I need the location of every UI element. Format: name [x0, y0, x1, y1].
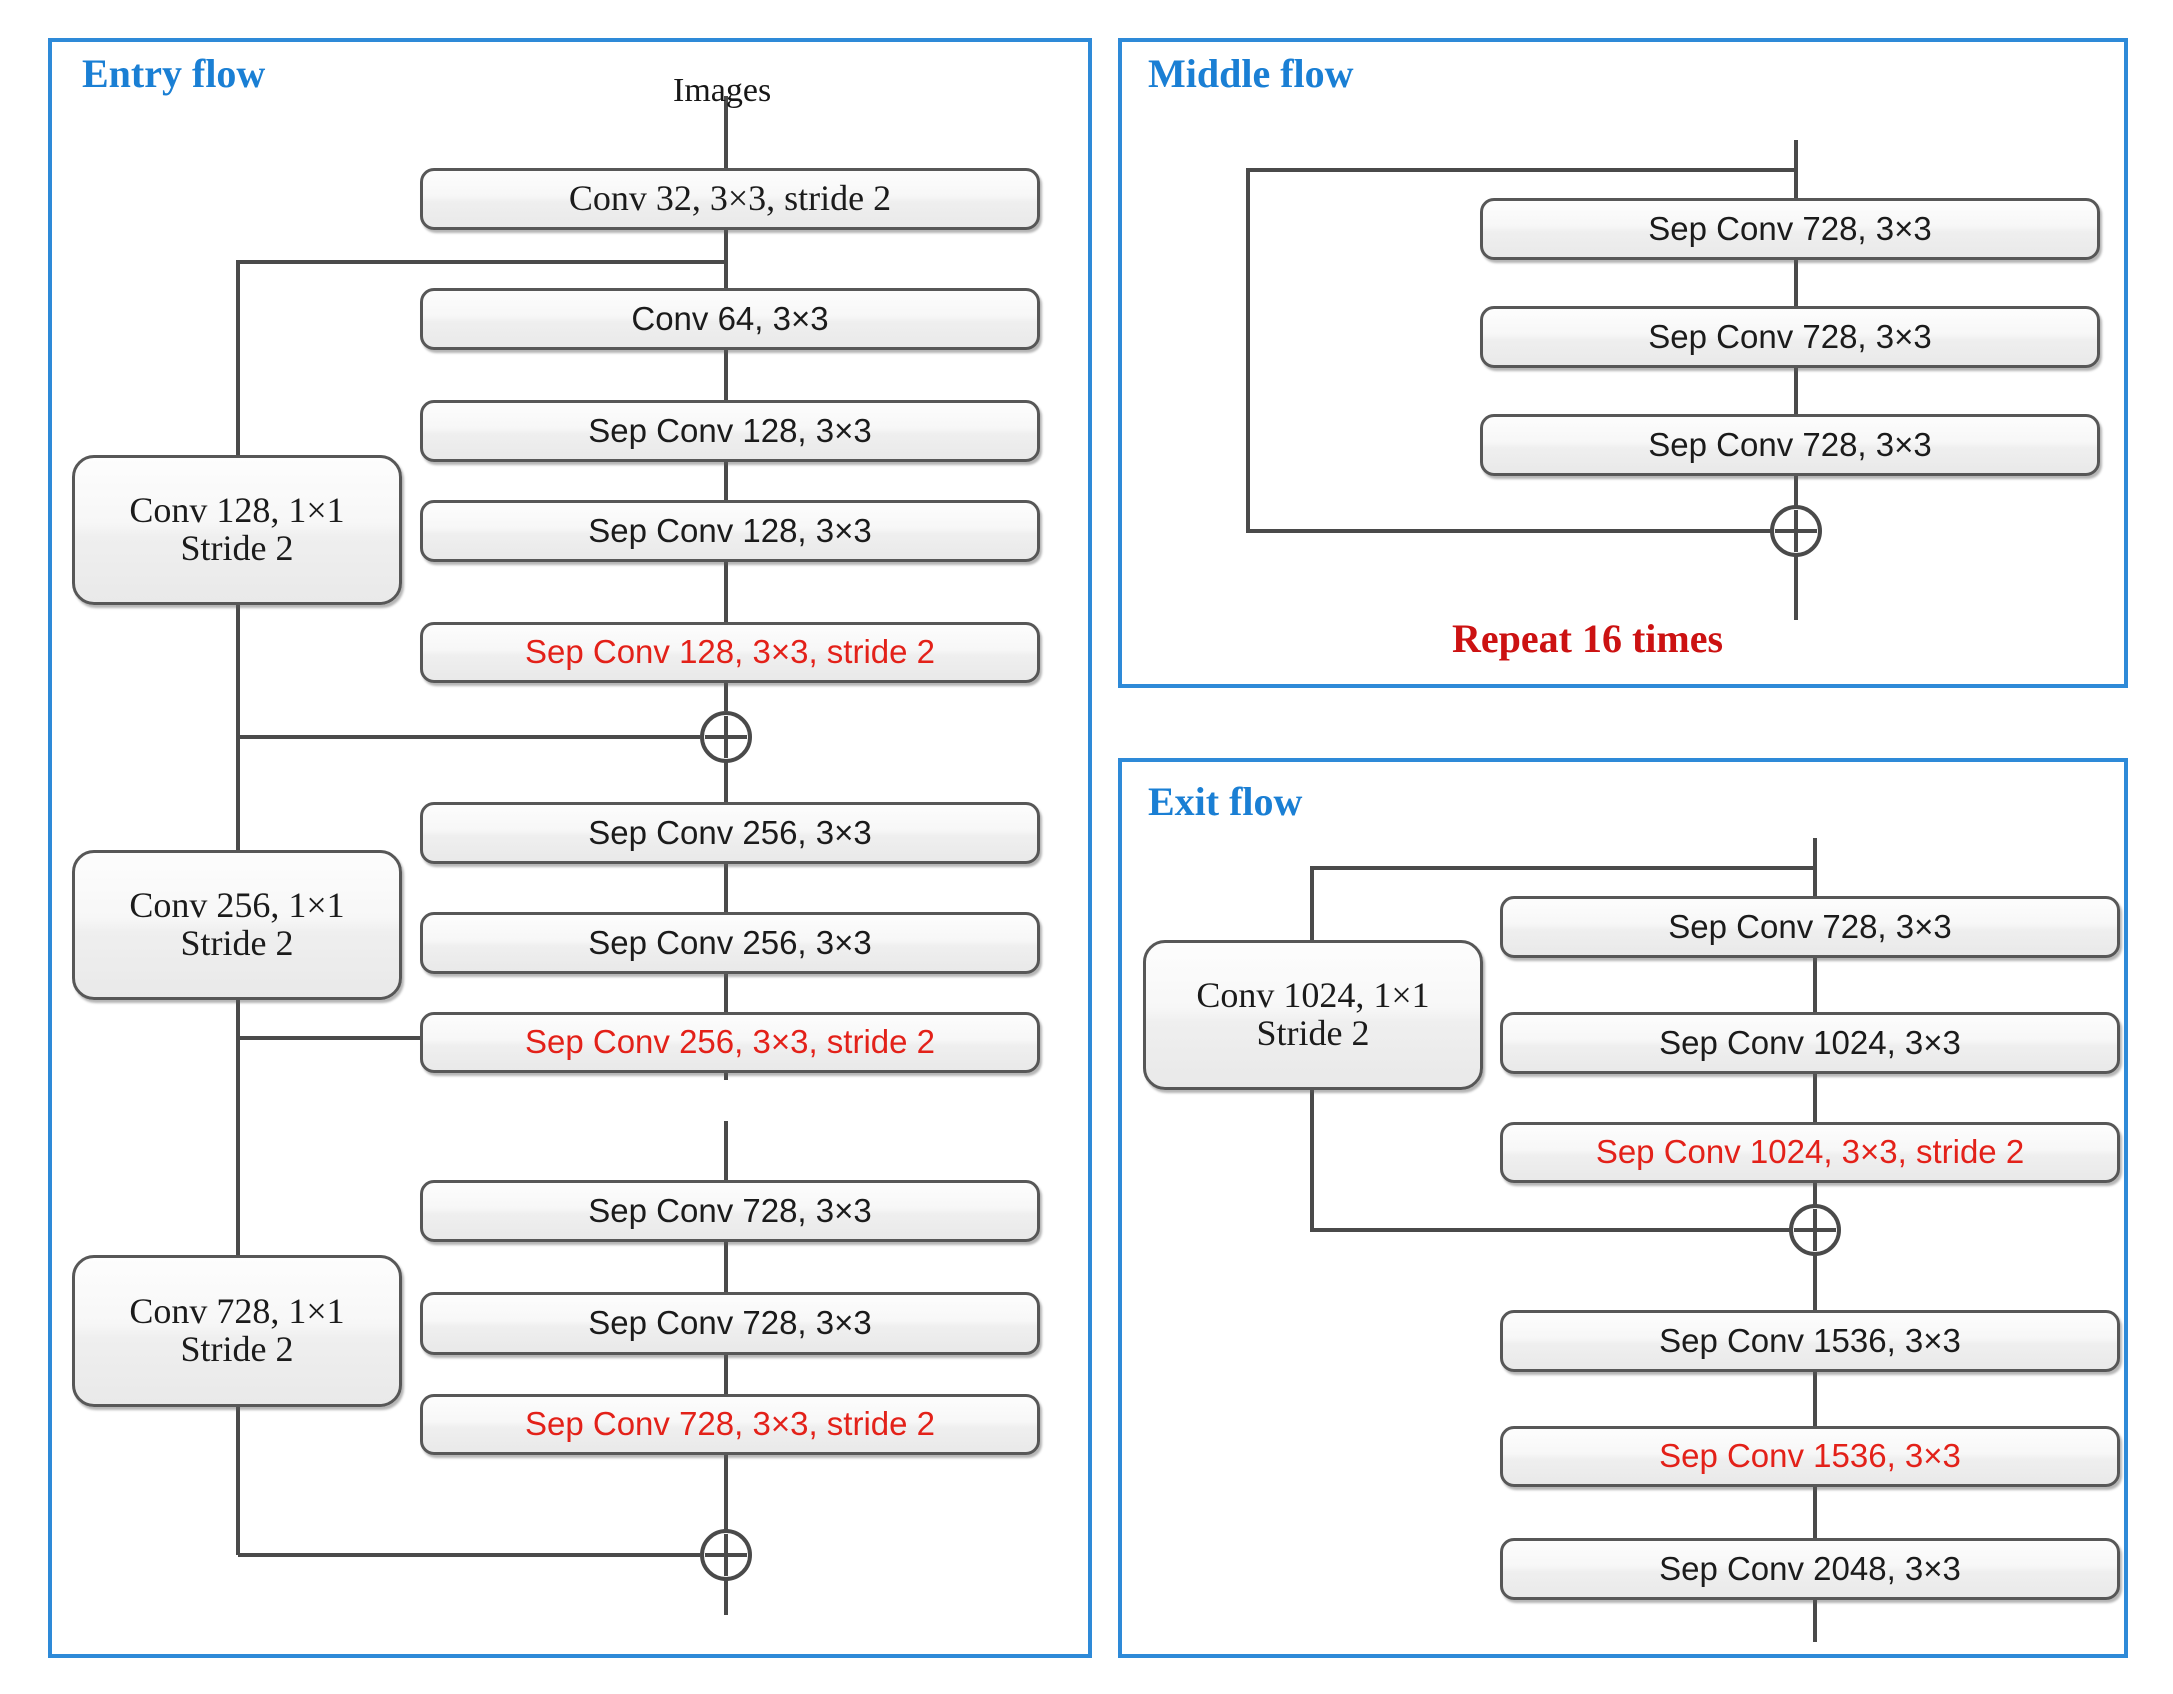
entry-shortcut-2-line2: Stride 2: [180, 1329, 294, 1369]
entry-shortcut-0-line1: Conv 128, 1×1: [129, 490, 345, 531]
entry-node-1[interactable]: Conv 64, 3×3: [420, 288, 1040, 350]
entry-node-5[interactable]: Sep Conv 256, 3×3: [420, 802, 1040, 864]
exit-node-0[interactable]: Sep Conv 728, 3×3: [1500, 896, 2120, 958]
entry-node-0[interactable]: Conv 32, 3×3, stride 2: [420, 168, 1040, 230]
entry-node-2[interactable]: Sep Conv 128, 3×3: [420, 400, 1040, 462]
middle-flow-title: Middle flow: [1148, 51, 1354, 96]
entry-node-8[interactable]: Sep Conv 728, 3×3: [420, 1180, 1040, 1242]
middle-node-2[interactable]: Sep Conv 728, 3×3: [1480, 414, 2100, 476]
entry-shortcut-1-line1: Conv 256, 1×1: [129, 885, 345, 926]
exit-shortcut-line1: Conv 1024, 1×1: [1196, 975, 1430, 1016]
entry-node-9[interactable]: Sep Conv 728, 3×3: [420, 1292, 1040, 1355]
exit-node-1[interactable]: Sep Conv 1024, 3×3: [1500, 1012, 2120, 1074]
middle-node-1[interactable]: Sep Conv 728, 3×3: [1480, 306, 2100, 368]
entry-node-10[interactable]: Sep Conv 728, 3×3, stride 2: [420, 1394, 1040, 1455]
exit-node-4[interactable]: Sep Conv 1536, 3×3: [1500, 1426, 2120, 1487]
entry-flow-title: Entry flow: [82, 51, 266, 96]
entry-node-7[interactable]: Sep Conv 256, 3×3, stride 2: [420, 1012, 1040, 1073]
exit-node-2[interactable]: Sep Conv 1024, 3×3, stride 2: [1500, 1122, 2120, 1183]
exit-flow-title: Exit flow: [1148, 779, 1303, 824]
entry-node-4[interactable]: Sep Conv 128, 3×3, stride 2: [420, 622, 1040, 683]
entry-flow-input-label: Images: [673, 72, 772, 109]
entry-shortcut-1-line2: Stride 2: [180, 923, 294, 963]
entry-shortcut-node-0[interactable]: Conv 128, 1×1 Stride 2: [72, 455, 402, 605]
middle-flow-connectors: [1246, 140, 1822, 620]
repeat-16-times-label: Repeat 16 times: [1452, 616, 1724, 661]
middle-node-0[interactable]: Sep Conv 728, 3×3: [1480, 198, 2100, 260]
exit-node-5[interactable]: Sep Conv 2048, 3×3: [1500, 1538, 2120, 1600]
exit-shortcut-line2: Stride 2: [1256, 1013, 1370, 1053]
entry-node-6[interactable]: Sep Conv 256, 3×3: [420, 912, 1040, 974]
entry-shortcut-node-2[interactable]: Conv 728, 1×1 Stride 2: [72, 1255, 402, 1407]
entry-shortcut-0-line2: Stride 2: [180, 528, 294, 568]
exit-shortcut-node[interactable]: Conv 1024, 1×1 Stride 2: [1143, 940, 1483, 1090]
entry-shortcut-2-line1: Conv 728, 1×1: [129, 1291, 345, 1332]
entry-node-3[interactable]: Sep Conv 128, 3×3: [420, 500, 1040, 562]
exit-node-3[interactable]: Sep Conv 1536, 3×3: [1500, 1310, 2120, 1372]
entry-shortcut-node-1[interactable]: Conv 256, 1×1 Stride 2: [72, 850, 402, 1000]
